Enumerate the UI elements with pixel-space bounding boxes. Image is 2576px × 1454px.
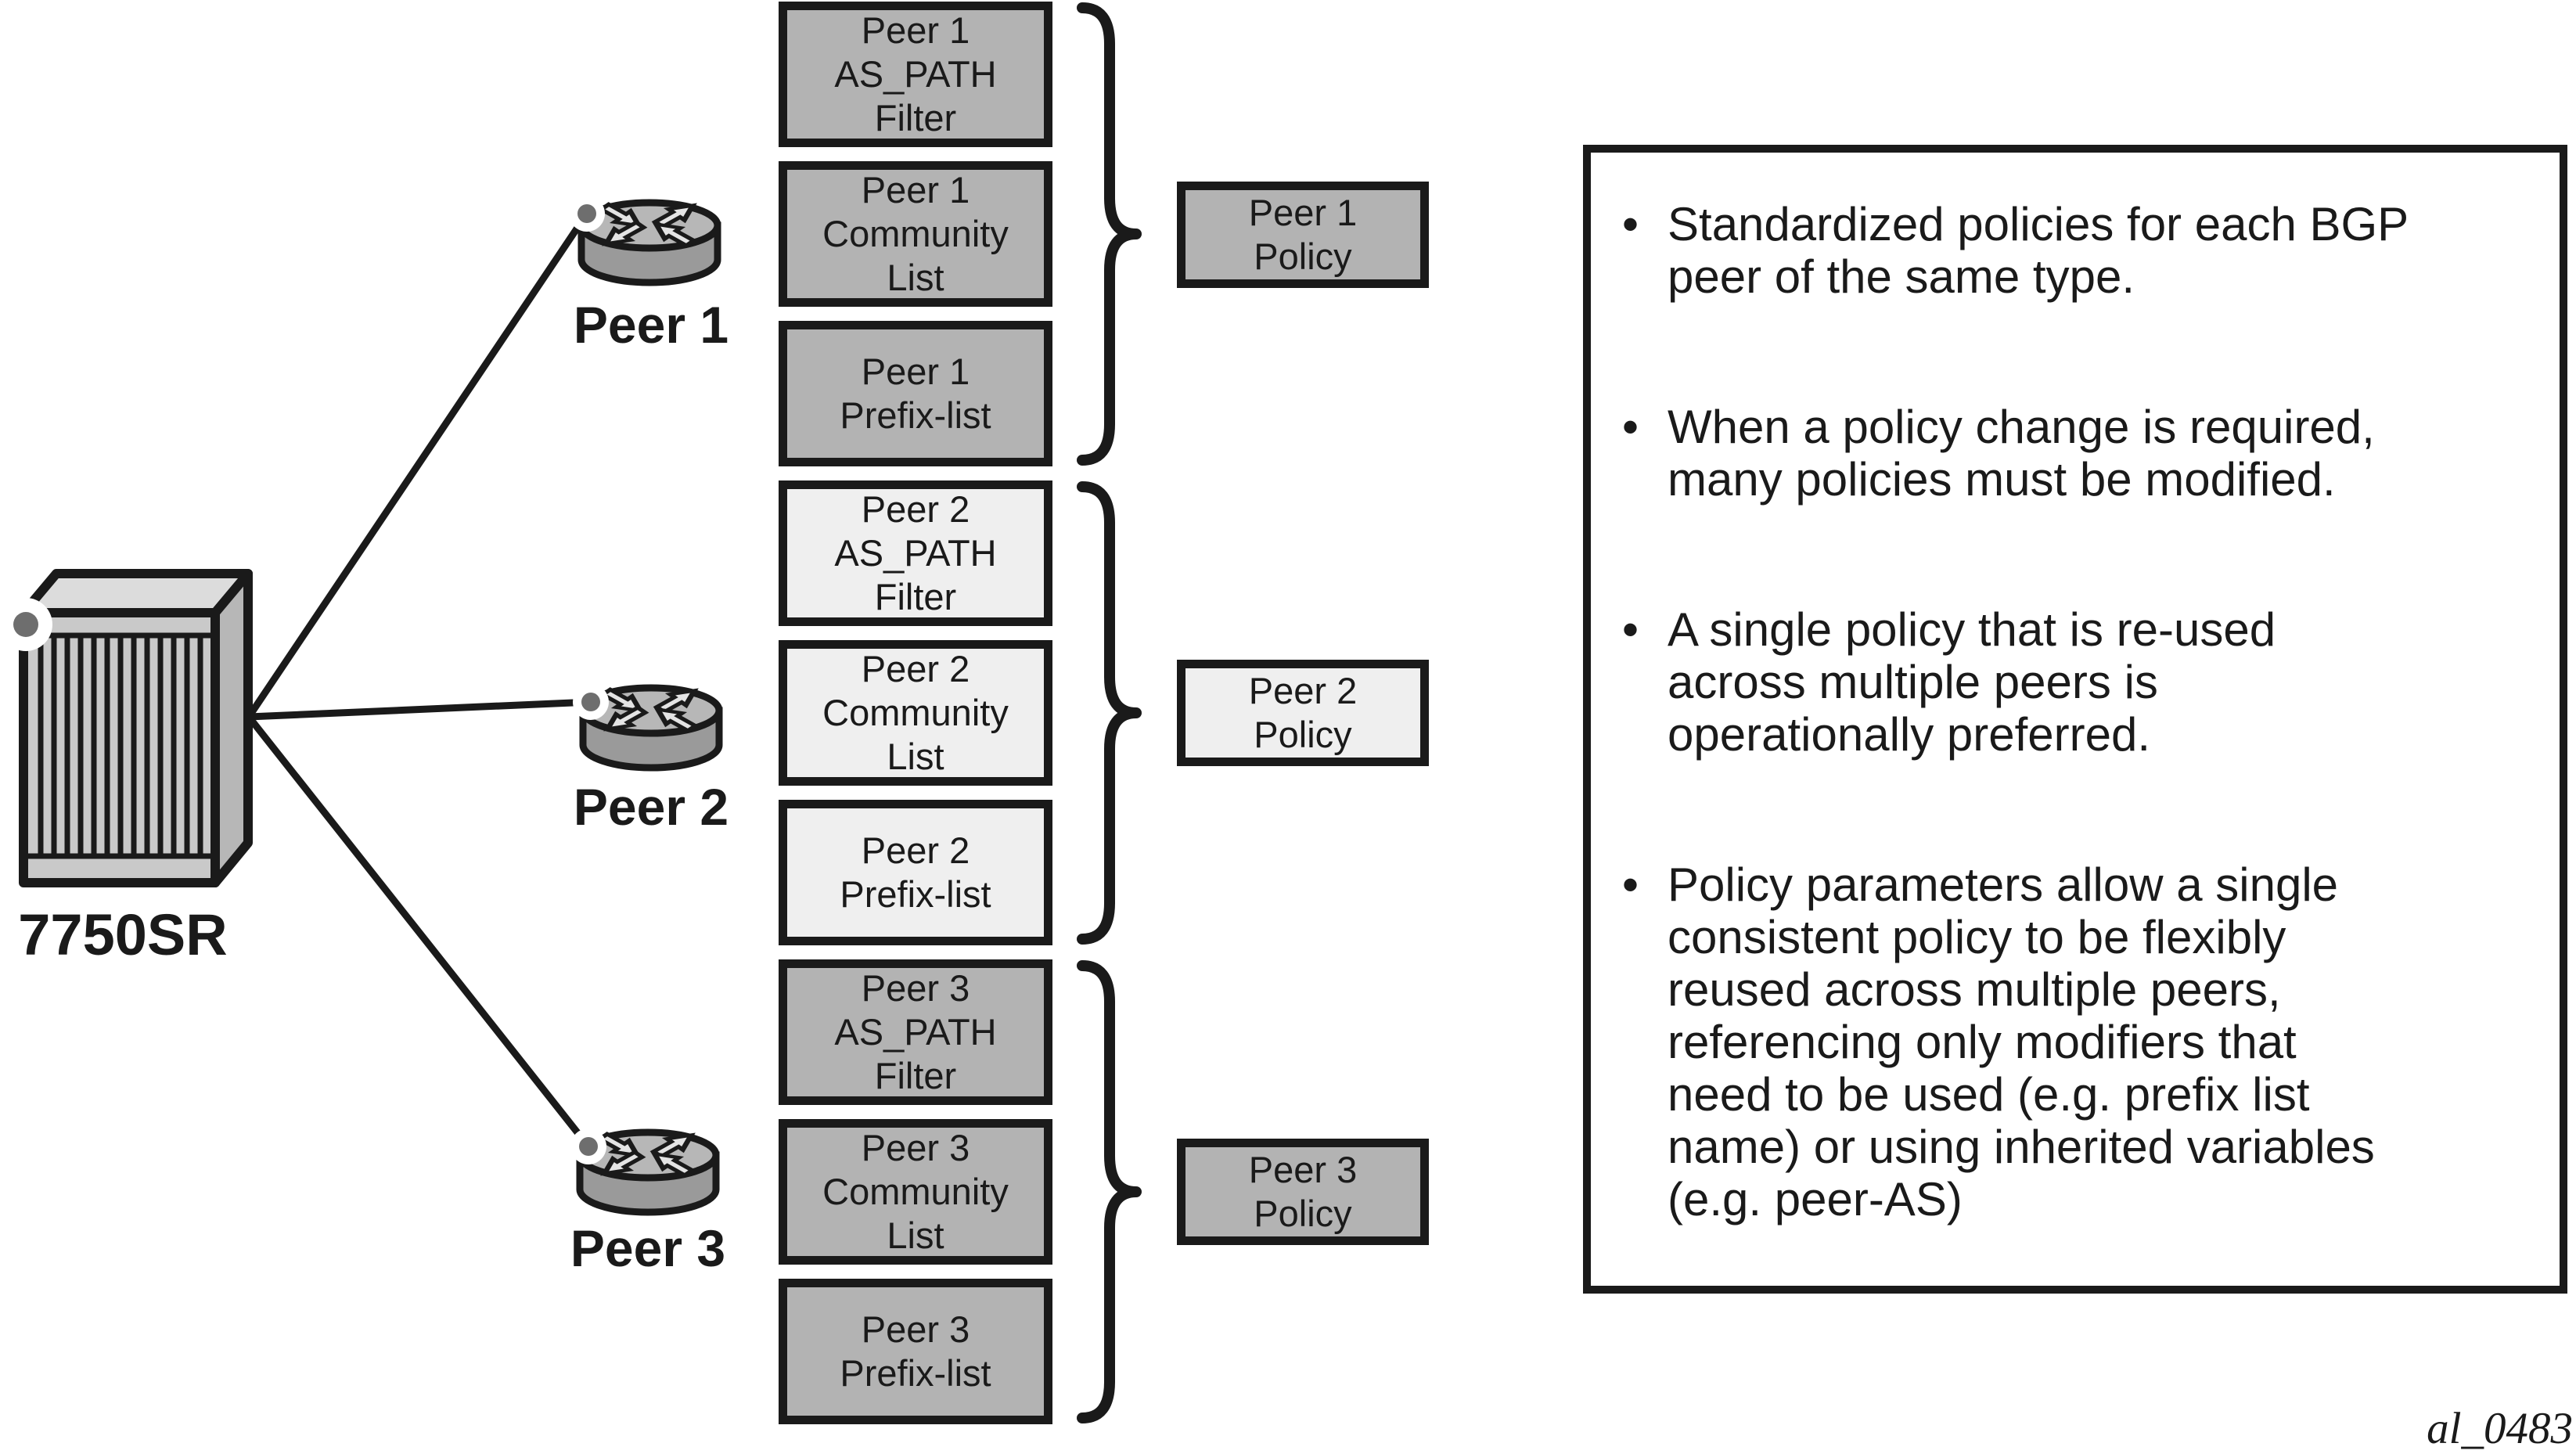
filter-box-peer2-community: Peer 2 Community List (779, 640, 1052, 786)
filter-box-peer2-aspath: Peer 2 AS_PATH Filter (779, 480, 1052, 626)
notes-panel: • Standardized policies for each BGP pee… (1583, 145, 2567, 1294)
bullet-marker: • (1622, 198, 1639, 250)
peer-1-label: Peer 1 (573, 296, 729, 354)
bullet-item: • A single policy that is re-used across… (1622, 603, 2536, 761)
bullet-marker: • (1622, 401, 1639, 453)
bullet-item: • Policy parameters allow a single consi… (1622, 858, 2536, 1225)
peer-3-port-dot (570, 1128, 606, 1164)
peer-3-label: Peer 3 (570, 1219, 726, 1277)
chassis-slats (23, 632, 215, 859)
filter-box-peer1-aspath: Peer 1 AS_PATH Filter (779, 2, 1052, 147)
link-to-peer-2 (248, 698, 592, 721)
link-to-peer-1 (246, 211, 590, 719)
router-chassis-7750sr-icon (0, 569, 253, 887)
router-icon-peer-3 (576, 1128, 720, 1216)
chassis-side-face (210, 569, 253, 887)
group-braces (1077, 2, 1142, 1423)
filter-box-peer2-prefix: Peer 2 Prefix-list (779, 800, 1052, 945)
policy-box-peer2: Peer 2 Policy (1177, 660, 1429, 766)
filter-box-peer1-community: Peer 1 Community List (779, 161, 1052, 307)
router-icon-peer-2 (579, 684, 723, 772)
filter-box-peer3-prefix: Peer 3 Prefix-list (779, 1279, 1052, 1424)
brace-peer-3 (1077, 960, 1142, 1423)
policy-box-peer3: Peer 3 Policy (1177, 1139, 1429, 1245)
bullet-text: Standardized policies for each BGP peer … (1668, 198, 2409, 303)
router-icon-peer-1 (577, 199, 721, 286)
peer-2-label: Peer 2 (573, 778, 729, 836)
figure-id: al_0483 (2427, 1404, 2573, 1453)
brace-peer-2 (1077, 481, 1142, 945)
bullet-text: When a policy change is required, many p… (1668, 401, 2375, 506)
policy-box-peer1: Peer 1 Policy (1177, 182, 1429, 288)
bullet-item: • Standardized policies for each BGP pee… (1622, 198, 2536, 303)
router-arrows (599, 687, 700, 733)
bullet-item: • When a policy change is required, many… (1622, 401, 2536, 506)
filter-box-peer3-aspath: Peer 3 AS_PATH Filter (779, 959, 1052, 1105)
bullet-marker: • (1622, 858, 1639, 911)
bullet-text: A single policy that is re-used across m… (1668, 603, 2276, 761)
chassis-port-dot (0, 598, 52, 651)
filter-box-peer3-community: Peer 3 Community List (779, 1119, 1052, 1265)
brace-peer-1 (1077, 2, 1142, 466)
peer-2-port-dot (573, 684, 609, 720)
link-to-peer-3 (246, 714, 592, 1149)
bullet-marker: • (1622, 603, 1639, 656)
device-label-7750sr: 7750SR (18, 902, 228, 967)
connection-lines (246, 211, 592, 1149)
peer-1-port-dot (569, 196, 605, 232)
router-arrows (597, 202, 698, 248)
filter-box-peer1-prefix: Peer 1 Prefix-list (779, 321, 1052, 466)
bullet-text: Policy parameters allow a single consist… (1668, 858, 2375, 1225)
